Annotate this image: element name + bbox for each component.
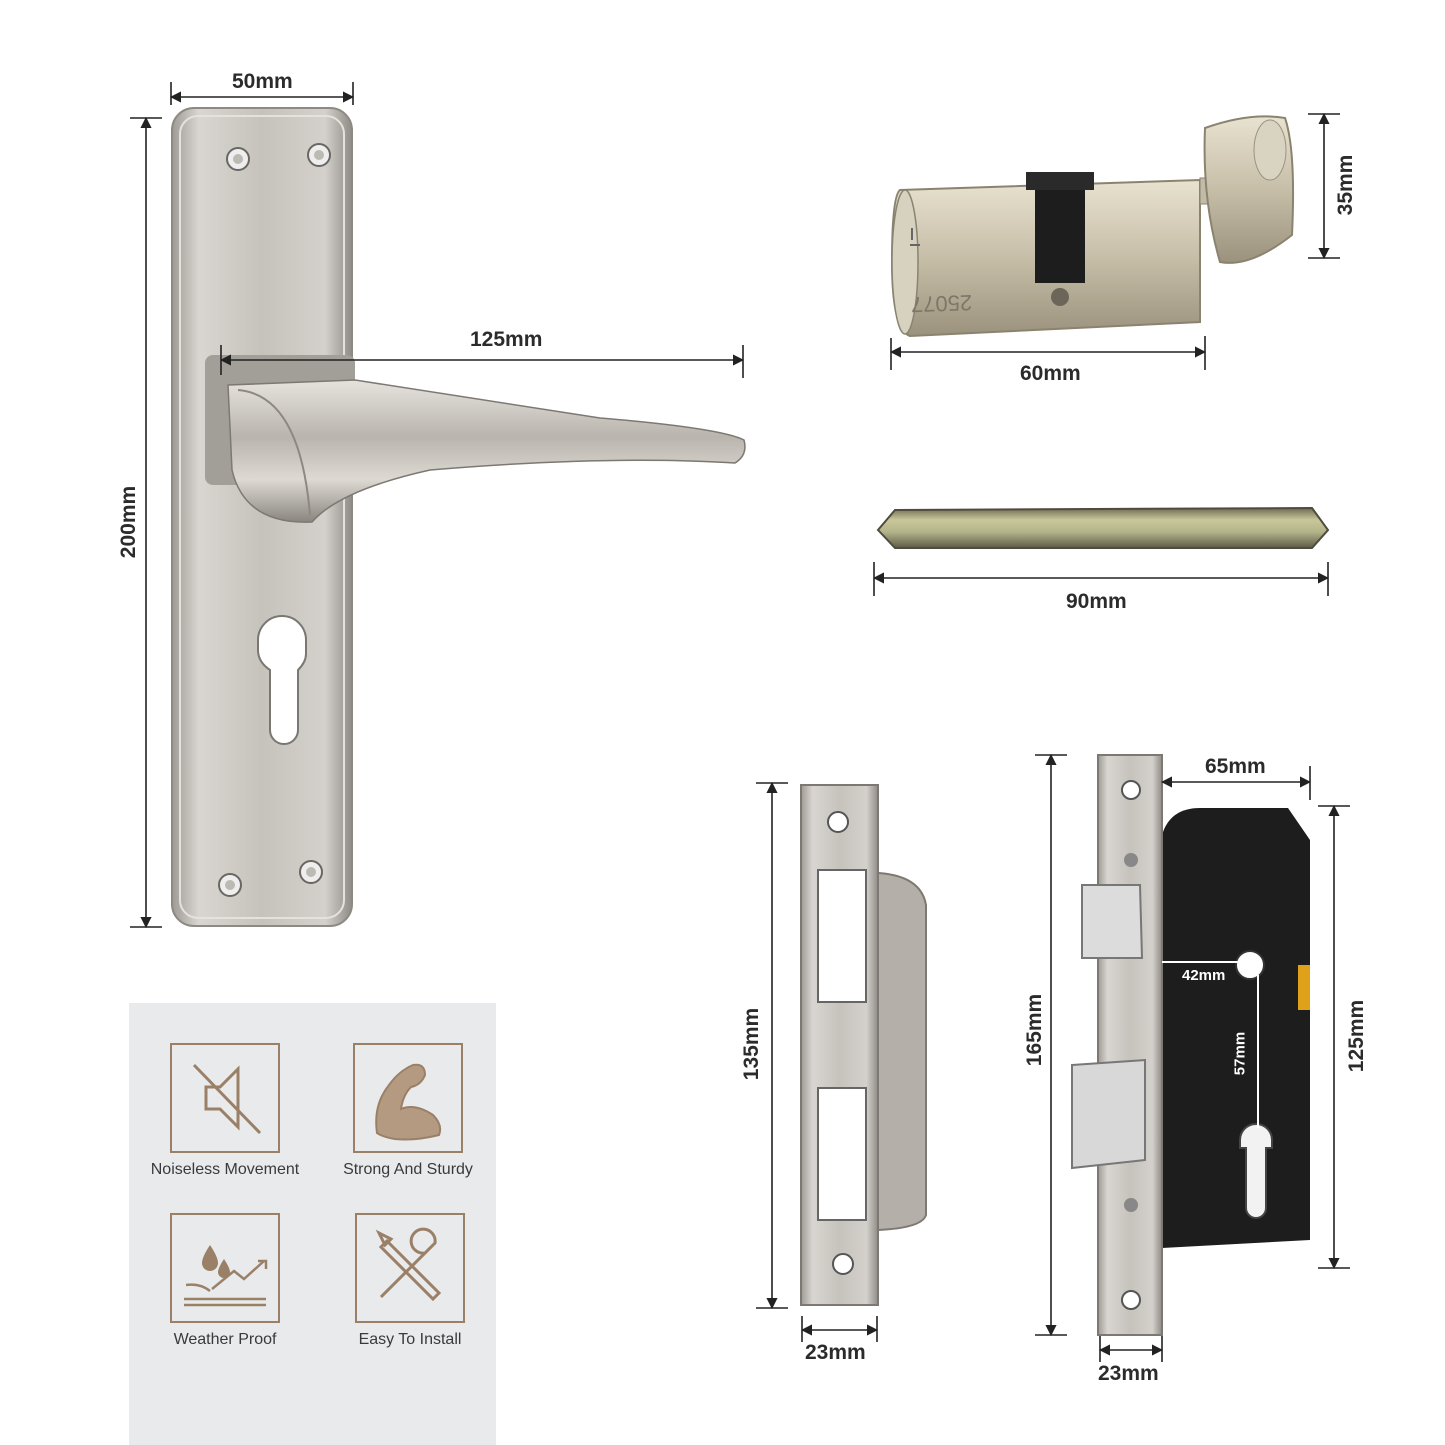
muted-speaker-icon	[170, 1043, 280, 1153]
feature-noiseless: Noiseless Movement	[135, 1043, 315, 1179]
tools-icon	[355, 1213, 465, 1323]
centre-label: 57mm	[1231, 1031, 1249, 1076]
euro-cylinder: 25077	[890, 115, 1295, 338]
spindle-bar	[876, 506, 1330, 549]
handle-length-label: 125mm	[470, 328, 543, 351]
handle-plate	[171, 107, 353, 927]
features-panel: Noiseless Movement Strong And Sturdy Wea…	[129, 1003, 496, 1445]
euro-keyhole	[257, 615, 307, 745]
feature-weather: Weather Proof	[135, 1213, 315, 1349]
lock-cylinder-hole	[1239, 1123, 1273, 1219]
spindle-length-label: 90mm	[1066, 590, 1127, 613]
faceplate-height-label: 165mm	[1023, 993, 1046, 1067]
mortise-lock-body	[1071, 754, 1310, 1336]
cylinder-knob-label: 35mm	[1334, 154, 1357, 216]
strike-height-label: 135mm	[740, 1007, 763, 1081]
backset-label: 42mm	[1182, 967, 1226, 984]
latch-bolt	[1081, 884, 1144, 959]
feature-label: Strong And Sturdy	[343, 1161, 473, 1178]
water-drop-icon	[170, 1213, 280, 1323]
plate-width-label: 50mm	[232, 70, 293, 93]
strike-plate	[800, 784, 927, 1306]
case-height-label: 125mm	[1345, 999, 1368, 1073]
plate-height-label: 200mm	[117, 485, 140, 559]
feature-label: Easy To Install	[358, 1331, 462, 1348]
dead-bolt	[1071, 1058, 1146, 1170]
feature-install: Easy To Install	[320, 1213, 500, 1349]
flexed-arm-icon	[353, 1043, 463, 1153]
cylinder-length-label: 60mm	[1020, 362, 1081, 385]
lockbody-depth-label: 65mm	[1205, 755, 1266, 778]
strike-width-label: 23mm	[805, 1341, 866, 1364]
lever-handle	[205, 355, 746, 523]
feature-label: Noiseless Movement	[150, 1161, 300, 1178]
faceplate-width-label: 23mm	[1098, 1362, 1159, 1385]
feature-label: Weather Proof	[173, 1331, 277, 1348]
dimension-lines	[130, 82, 1350, 1362]
feature-strong: Strong And Sturdy	[318, 1043, 498, 1179]
cylinder-marking: 25077	[911, 290, 973, 317]
